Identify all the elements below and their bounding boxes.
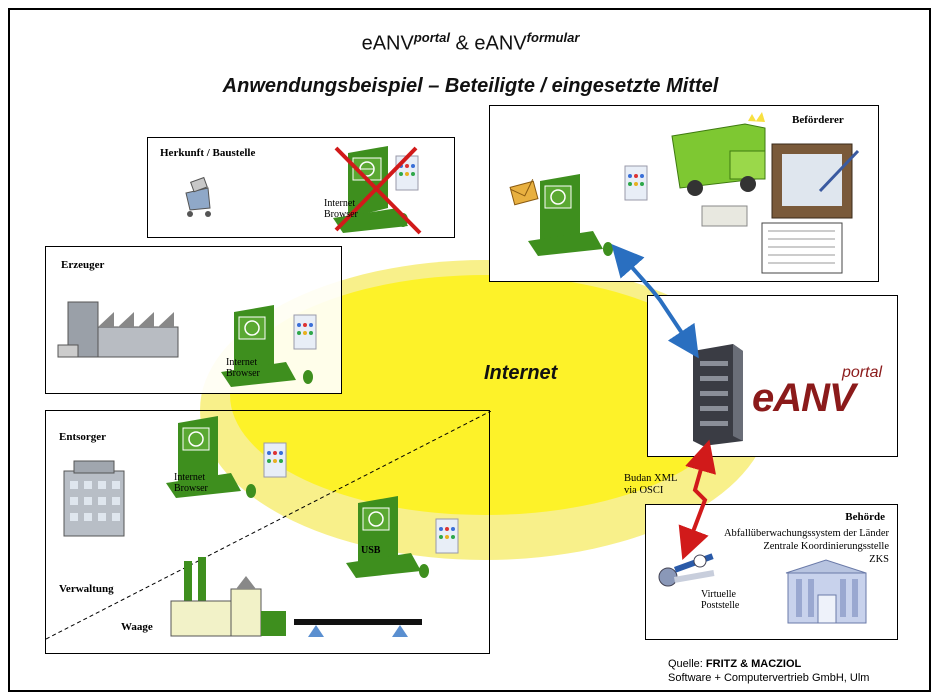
email-icon bbox=[509, 179, 539, 206]
government-building-icon bbox=[785, 559, 867, 624]
entsorger-graphics bbox=[46, 411, 491, 640]
usb-label: USB bbox=[361, 545, 381, 556]
card-reader-icon bbox=[701, 205, 748, 227]
office-building-icon bbox=[63, 460, 125, 537]
keypad-icon bbox=[293, 314, 317, 350]
factory-icon bbox=[57, 301, 179, 358]
form-document-icon bbox=[761, 222, 843, 274]
box-behoerde: Behörde Abfallüberwachungssystem der Län… bbox=[645, 504, 898, 640]
computer-icon bbox=[166, 416, 256, 498]
keypad-icon bbox=[435, 518, 459, 554]
divider-line bbox=[46, 411, 491, 640]
befoerderer-graphics bbox=[509, 112, 860, 274]
wheelbarrow-icon bbox=[185, 176, 211, 217]
computer-icon bbox=[528, 174, 613, 256]
box-befoerderer: Beförderer bbox=[489, 105, 879, 282]
erzeuger-title: Erzeuger bbox=[61, 259, 105, 271]
scale-icon bbox=[294, 619, 422, 637]
eanv-portal-logo-sup: portal bbox=[842, 364, 883, 381]
keypad-icon bbox=[263, 442, 287, 478]
keypad-icon bbox=[624, 165, 648, 201]
internet-label: Internet bbox=[484, 362, 558, 384]
herkunft-graphics bbox=[185, 146, 422, 235]
page-title: eANVportal & eANVformular bbox=[361, 30, 580, 55]
behoerde-description: Abfallüberwachungssystem der Länder Zent… bbox=[723, 528, 889, 565]
eanv-portal-logo: eANV bbox=[752, 376, 856, 420]
entsorger-title: Entsorger bbox=[59, 431, 107, 443]
box-eanv-portal: eANV portal bbox=[647, 295, 898, 457]
box-herkunft: Herkunft / Baustelle bbox=[147, 137, 455, 238]
behoerde-title: Behörde bbox=[845, 511, 885, 523]
computer-icon bbox=[221, 305, 313, 387]
behoerde-graphics bbox=[658, 553, 867, 624]
garbage-truck-icon bbox=[671, 112, 766, 196]
tablet-device-icon bbox=[771, 143, 860, 219]
portal-graphics bbox=[693, 344, 743, 446]
verwaltung-title: Verwaltung bbox=[59, 583, 114, 595]
link-label: Budan XML via OSCI bbox=[624, 473, 678, 496]
befoerderer-title: Beförderer bbox=[792, 114, 844, 126]
keys-icon bbox=[658, 553, 715, 587]
poststelle-label: Virtuelle Poststelle bbox=[701, 589, 740, 611]
waage-title: Waage bbox=[121, 621, 153, 633]
source-credit: Quelle: FRITZ & MACZIOL Software + Compu… bbox=[668, 658, 870, 684]
server-icon bbox=[693, 344, 743, 446]
outer-frame bbox=[8, 8, 931, 692]
computer-icon bbox=[346, 496, 429, 578]
plant-icon bbox=[170, 557, 286, 637]
erzeuger-graphics bbox=[57, 301, 317, 387]
cross-out-icon bbox=[334, 146, 422, 235]
herkunft-title: Herkunft / Baustelle bbox=[160, 147, 256, 159]
page-subtitle: Anwendungsbeispiel – Beteiligte / einges… bbox=[222, 75, 719, 97]
keypad-icon bbox=[395, 155, 419, 191]
